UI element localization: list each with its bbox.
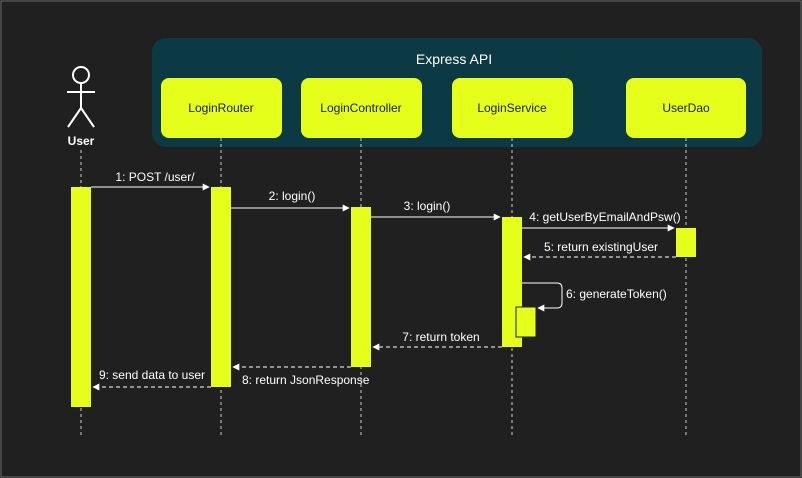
message-1-label: 1: POST /user/: [115, 170, 195, 184]
activation-controller: [351, 207, 371, 367]
activation-dao: [676, 228, 696, 257]
participant-dao: UserDao: [626, 78, 746, 138]
activation-service-nested: [515, 306, 537, 338]
activation-router: [211, 187, 231, 387]
participant-service: LoginService: [452, 78, 573, 138]
group-title: Express API: [416, 51, 492, 67]
message-8-label: 8: return JsonResponse: [242, 373, 370, 387]
message-6-label: 6: generateToken(): [566, 287, 667, 301]
message-9-label: 9: send data to user: [99, 368, 205, 382]
message-5-label: 5: return existingUser: [544, 240, 658, 254]
message-3-label: 3: login(): [404, 199, 451, 213]
stick-figure-icon: [67, 66, 95, 128]
participant-controller: LoginController: [301, 78, 422, 138]
participant-router-label: LoginRouter: [188, 101, 253, 115]
message-7-label: 7: return token: [402, 330, 479, 344]
actor-label: User: [68, 134, 95, 148]
activation-user: [71, 187, 91, 407]
message-6-arrow: [522, 282, 563, 312]
message-2-label: 2: login(): [269, 189, 316, 203]
participant-dao-label: UserDao: [662, 101, 710, 115]
participant-router: LoginRouter: [161, 78, 282, 138]
participant-service-label: LoginService: [477, 101, 547, 115]
participant-controller-label: LoginController: [320, 101, 401, 115]
message-4-label: 4: getUserByEmailAndPsw(): [529, 210, 680, 224]
